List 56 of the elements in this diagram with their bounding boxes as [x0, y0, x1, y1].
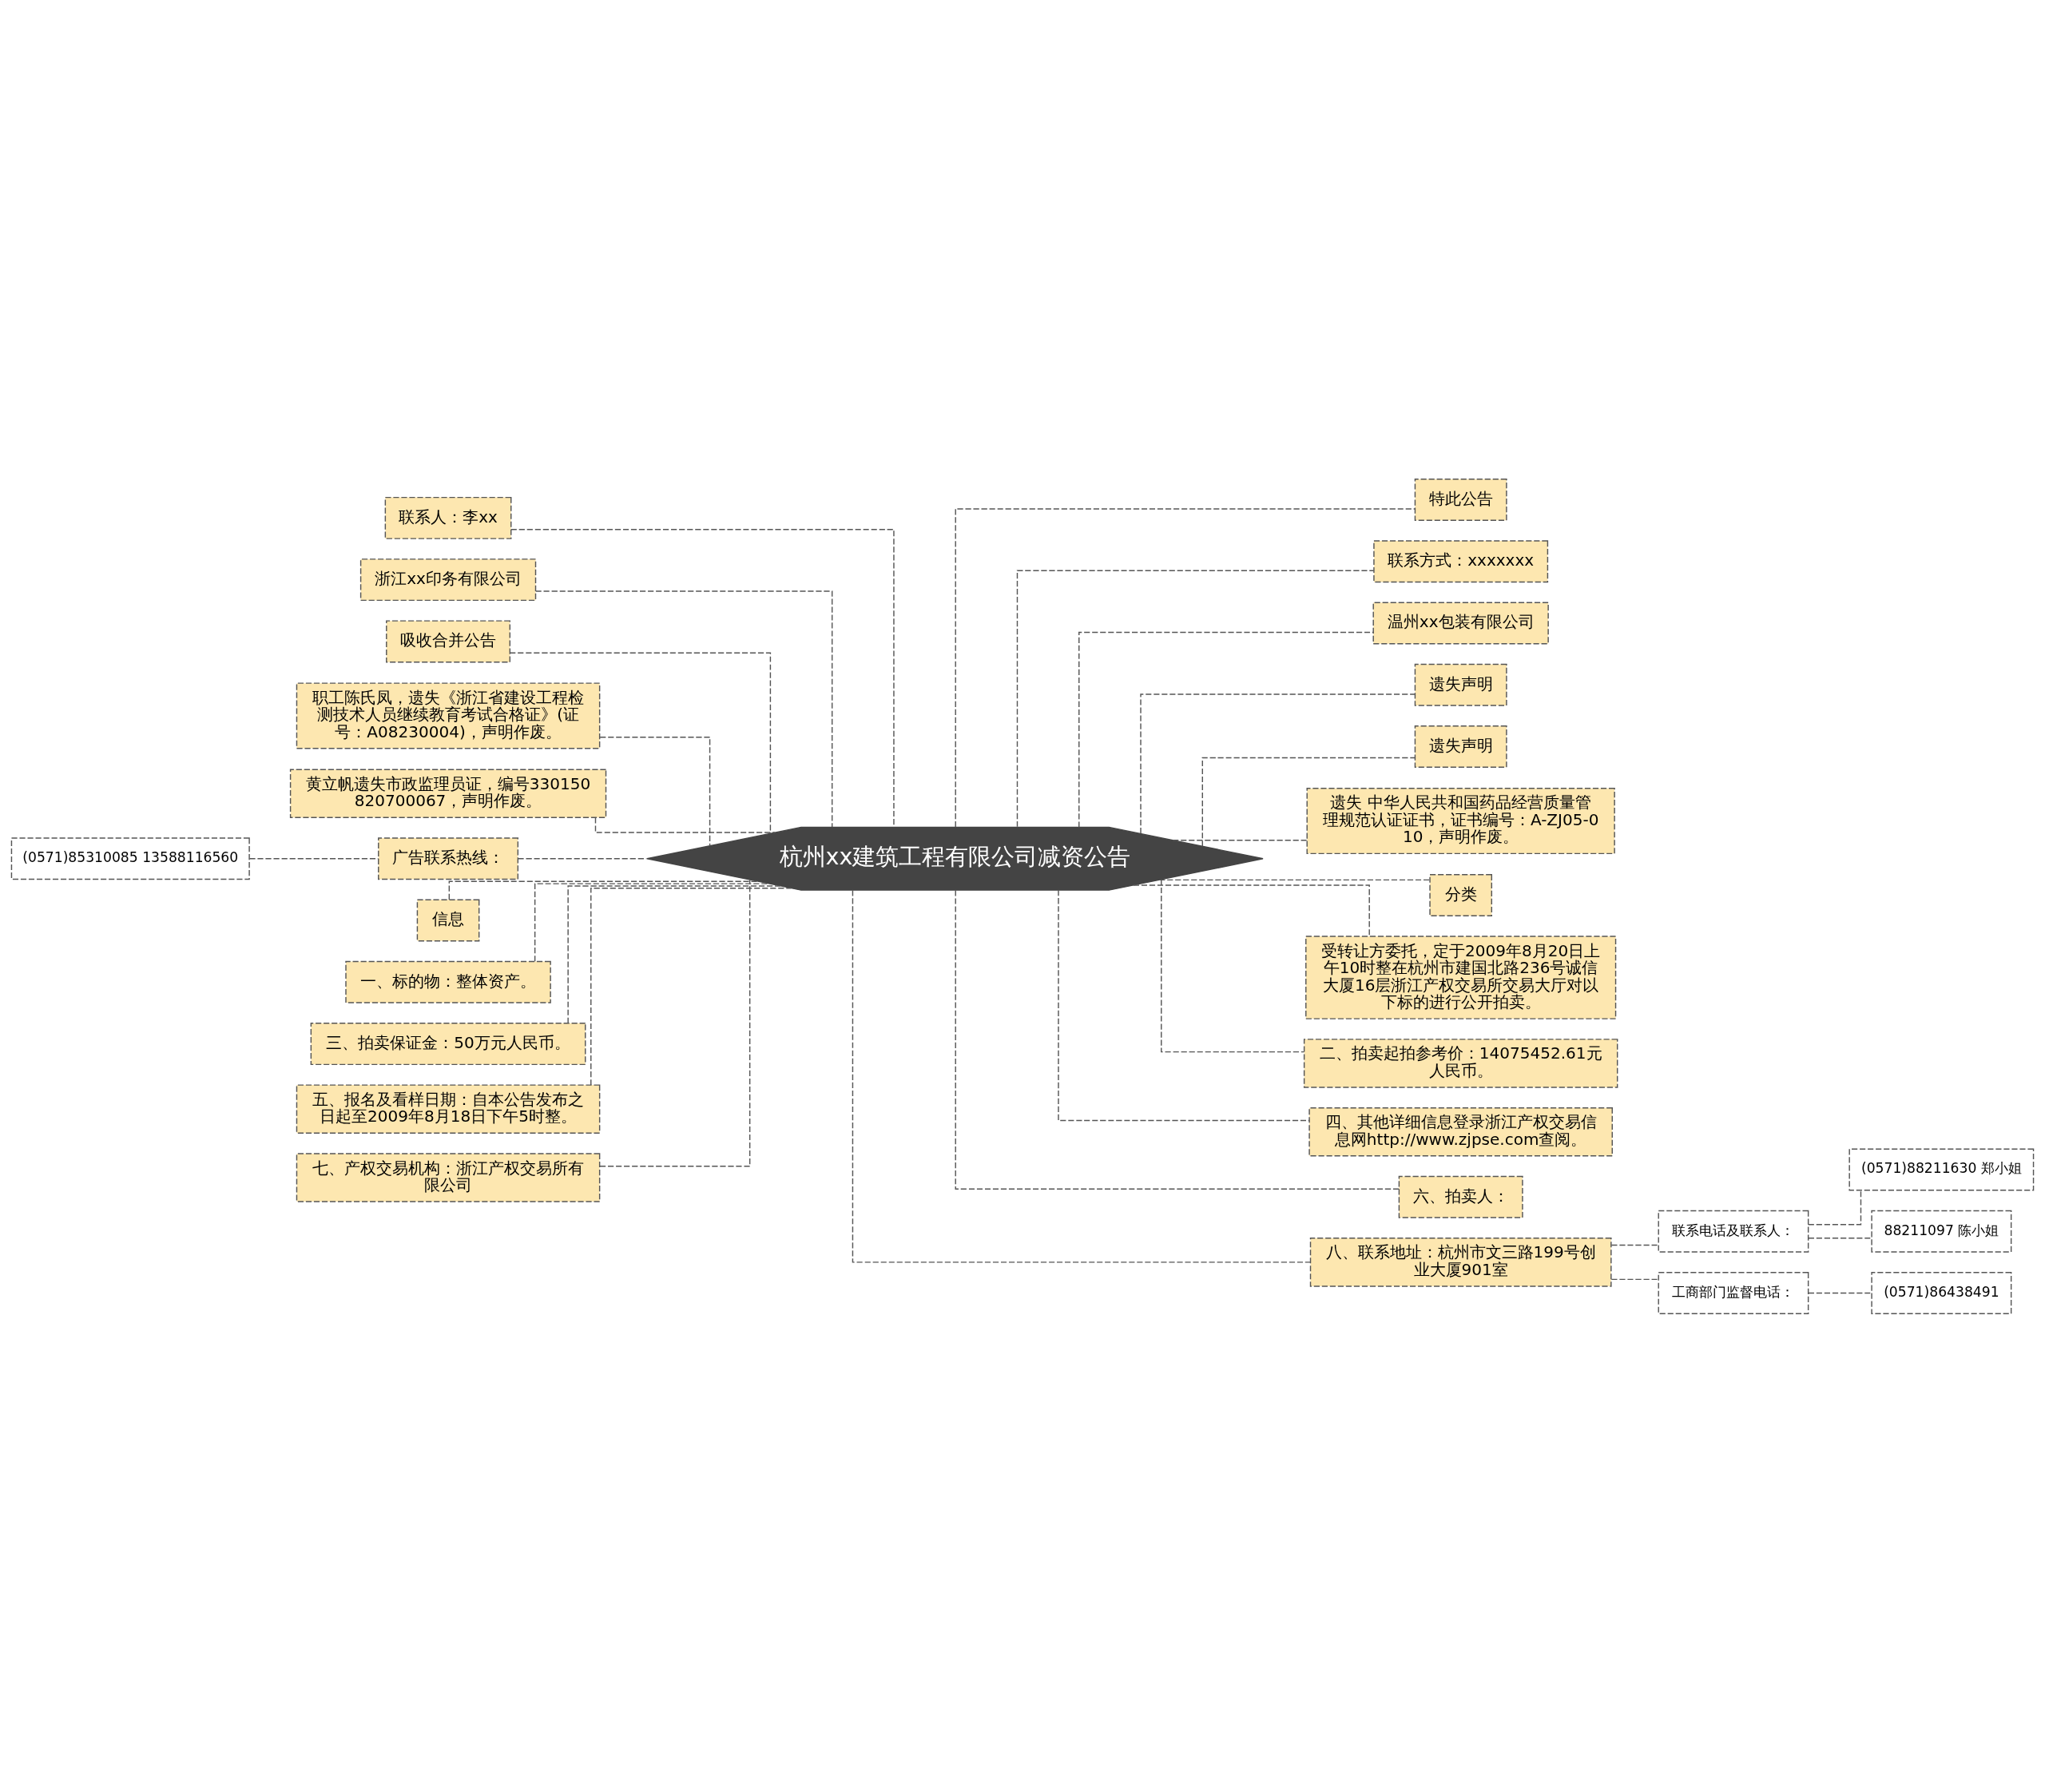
node-box: 遗失声明: [1414, 725, 1507, 768]
connector: [955, 889, 1400, 1190]
connector: [1133, 884, 1370, 937]
node-box: 职工陈氏凤，遗失《浙江省建设工程检测技术人员继续教育考试合格证》(证号：A08230004)，声明作废。: [296, 681, 601, 749]
node-box: 温州xx包装有限公司: [1372, 602, 1549, 644]
connector: [1808, 1292, 1872, 1293]
node-box: 吸收合并公告: [386, 619, 511, 662]
node-box: 联系方式：xxxxxxx: [1373, 539, 1549, 582]
connector: [1808, 1237, 1872, 1239]
node-box: 遗失声明: [1414, 663, 1507, 706]
node-box: 分类: [1429, 873, 1492, 916]
node-box: 八、联系地址：杭州市文三路199号创业大厦901室: [1309, 1237, 1612, 1287]
node-box: 六、拍卖人：: [1398, 1175, 1523, 1218]
node-box: 受转让方委托，定于2009年8月20日上午10时整在杭州市建国北路236号诚信大厦16层浙江产权交易所交易大厅对以下标的进行公开拍卖。: [1305, 935, 1617, 1019]
connector: [535, 590, 833, 828]
connector: [599, 736, 711, 846]
connector: [1158, 879, 1431, 880]
node-box: 二、拍卖起拍参考价：14075452.61元人民币。: [1303, 1038, 1618, 1088]
connector: [590, 887, 792, 1086]
node-box: 黄立帆遗失市政监理员证，编号330150820700067，声明作废。: [289, 768, 607, 818]
connector: [599, 879, 751, 1166]
connector: [1172, 839, 1308, 840]
connector: [567, 884, 781, 1023]
connector: [1610, 1278, 1659, 1280]
connector: [1807, 1189, 1862, 1225]
connector: [509, 652, 772, 834]
connector: [1161, 878, 1305, 1052]
connector: [955, 507, 1416, 828]
node-box: 七、产权交易机构：浙江产权交易所有限公司: [296, 1152, 601, 1202]
connector: [1201, 757, 1416, 847]
connector: [448, 880, 760, 900]
node-box: 联系电话及联系人：: [1658, 1210, 1809, 1253]
node-box: 一、标的物：整体资产。: [345, 960, 551, 1003]
node-box: 五、报名及看样日期：自本公告发布之日起至2009年8月18日下午5时整。: [296, 1083, 601, 1134]
node-box: 三、拍卖保证金：50万元人民币。: [310, 1022, 586, 1065]
node-box: 联系人：李xx: [384, 496, 512, 539]
connector: [1610, 1244, 1659, 1246]
node-box: 88211097 陈小姐: [1871, 1210, 2012, 1253]
node-box: 特此公告: [1414, 478, 1507, 521]
node-box: (0571)85310085 13588116560: [10, 836, 250, 880]
connector: [1140, 693, 1416, 834]
node-box: (0571)86438491: [1871, 1271, 2012, 1314]
node-box: 工商部门监督电话：: [1658, 1271, 1809, 1314]
node-box: (0571)88211630 郑小姐: [1848, 1148, 2035, 1190]
node-box: 信息: [416, 899, 480, 941]
node-box: 浙江xx印务有限公司: [359, 558, 537, 601]
connector: [1078, 631, 1374, 828]
node-box: 广告联系热线：: [378, 836, 519, 880]
connector: [1058, 889, 1310, 1121]
connector: [594, 817, 776, 833]
connector: [510, 528, 895, 828]
node-box: 遗失 中华人民共和国药品经营质量管理规范认证证书，证书编号：A-ZJ05-010，声明作废。: [1306, 787, 1615, 854]
connector: [517, 857, 648, 859]
node-box: 四、其他详细信息登录浙江产权交易信息网http://www.zjpse.com查阅。: [1308, 1107, 1613, 1157]
connector: [1016, 570, 1375, 828]
connector: [852, 889, 1312, 1263]
